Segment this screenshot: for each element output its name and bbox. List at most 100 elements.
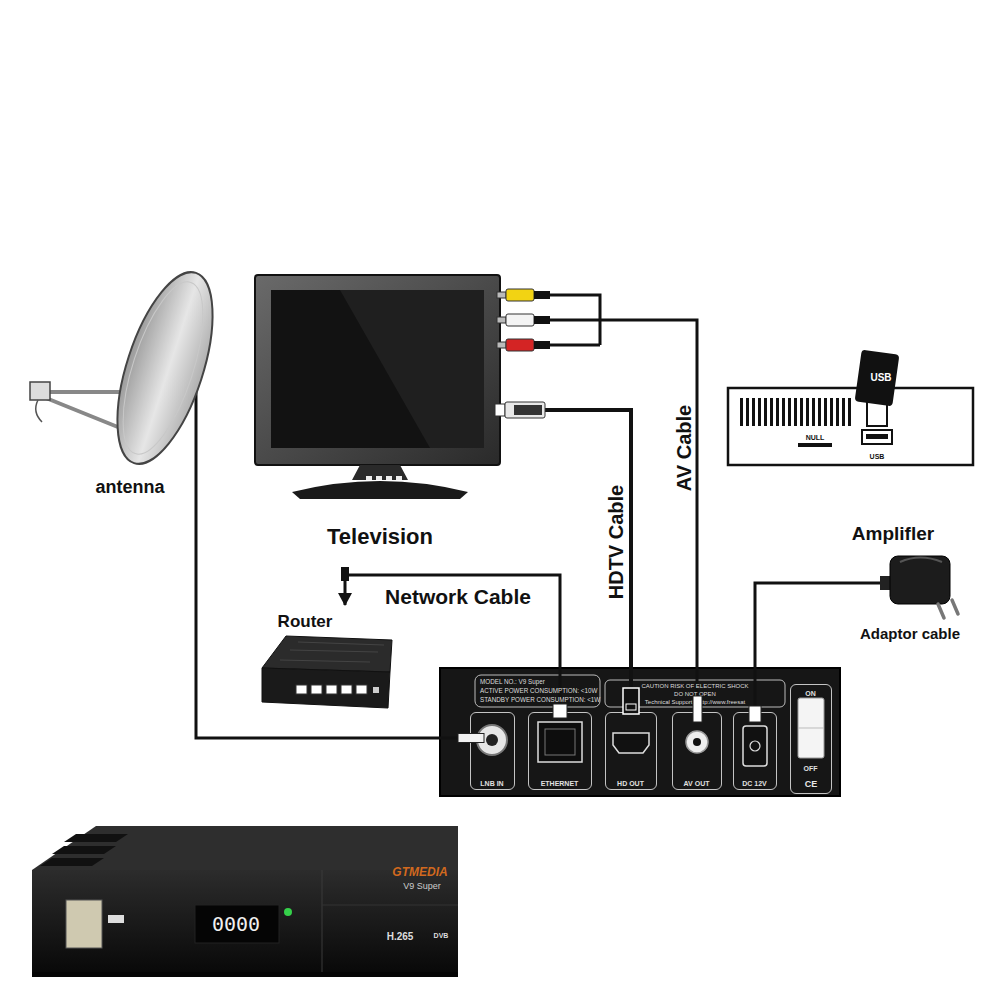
f-connector-jack	[477, 725, 507, 755]
dish-label: antenna	[95, 478, 164, 496]
receiver-vent	[64, 834, 128, 842]
tv-button	[386, 476, 392, 480]
brand-logo: GTMEDIA	[392, 866, 447, 878]
cable-label: AV Cable	[674, 405, 694, 491]
receiver-back-panel: MODEL NO.: V9 SuperACTIVE POWER CONSUMPT…	[440, 668, 840, 796]
f-plug	[458, 734, 484, 743]
dish-reflector	[98, 261, 232, 475]
lnb-feed	[30, 382, 50, 400]
cable-connector	[510, 320, 697, 712]
receiver-front	[32, 870, 458, 975]
usb-stick-body	[855, 350, 900, 407]
cable-label: Network Cable	[385, 586, 531, 607]
connector-group	[196, 320, 840, 738]
hdmi-plug-mark	[626, 704, 636, 710]
router-ridges	[280, 642, 384, 662]
codec-mark: H.265	[387, 932, 414, 942]
dish-rim	[107, 273, 220, 463]
front-seam	[322, 870, 323, 975]
receiver-vent	[52, 846, 116, 854]
device-label: Adaptor cable	[860, 626, 960, 641]
certification-mark: CE	[805, 780, 818, 789]
front-panel	[728, 388, 973, 465]
hdmi-plug-tip	[495, 404, 505, 416]
device-label: Television	[327, 526, 433, 548]
router-top	[262, 636, 392, 672]
led-display: 0000	[212, 914, 260, 934]
port-label: AV OUT	[684, 780, 710, 787]
usb-port	[862, 430, 892, 444]
port-label: ETHERNET	[541, 780, 579, 787]
front-bevel	[322, 905, 458, 906]
av-jack	[686, 731, 708, 753]
rca-tip	[497, 317, 506, 323]
dvb-mark: DVB	[434, 932, 449, 939]
tv-button	[396, 476, 402, 480]
hdmi-port: HD OUT	[605, 712, 657, 790]
tv-button	[376, 476, 382, 480]
dc-jack	[743, 726, 767, 766]
network-plug	[341, 567, 349, 581]
power-led	[284, 908, 292, 916]
adaptor-highlight	[900, 558, 942, 563]
av-port: AV OUT	[672, 712, 722, 790]
power-adaptor: AmpliflerAdaptor cable	[840, 518, 990, 643]
tv-bezel	[255, 275, 500, 465]
hdmi-jack	[613, 733, 649, 753]
dc-plug	[749, 706, 761, 722]
rca-plug-white	[506, 314, 534, 326]
usb-panel: USBNULLUSB	[725, 345, 980, 470]
router-front	[262, 668, 390, 708]
usb-port-tongue	[866, 434, 888, 439]
support-text: Technical Support : http://www.freesat	[645, 699, 745, 705]
router-port	[326, 685, 337, 694]
av-jack-core	[693, 738, 701, 746]
port-label: USB	[870, 453, 885, 460]
spec-text: STANDBY POWER CONSUMPTION: <1W	[480, 697, 600, 703]
adaptor-body	[890, 556, 950, 604]
spec-text: ACTIVE POWER CONSUMPTION: <10W	[480, 688, 597, 694]
rca-boot	[534, 316, 550, 324]
rca-tip	[497, 342, 506, 348]
model-name: V9 Super	[403, 882, 441, 891]
front-usb-port	[108, 915, 124, 923]
satellite-dish: antenna	[25, 265, 215, 500]
warning-text: CAUTION RISK OF ELECTRIC SHOCK	[641, 683, 748, 689]
rj45-inner	[545, 729, 575, 755]
router-power-port	[373, 687, 379, 693]
device-label: Router	[278, 613, 333, 630]
cable-connector	[196, 500, 470, 738]
television: Television	[250, 270, 510, 555]
hdmi-plug-grip	[514, 405, 542, 415]
device-label: Amplifler	[852, 524, 934, 543]
receiver-foot	[32, 972, 458, 977]
adaptor-prongs	[938, 600, 958, 618]
f-connector-core	[486, 734, 498, 746]
tv-gloss	[340, 290, 484, 448]
rj45-jack	[538, 722, 582, 762]
display-window	[195, 905, 279, 943]
hdmi-plug	[505, 402, 545, 418]
warning-plate	[605, 680, 785, 707]
receiver-vent	[40, 858, 104, 866]
router: Router	[255, 605, 395, 715]
receiver-photo: GTMEDIA V9 SuperH.265 DVB 0000	[28, 822, 460, 980]
rca-plug-yellow	[506, 289, 534, 301]
adaptor-cord	[840, 582, 884, 585]
ethernet-port: ETHERNET	[528, 712, 592, 790]
receiver-top	[32, 826, 458, 870]
cable-connector	[755, 583, 840, 712]
switch-label: OFF	[804, 765, 818, 772]
card-slot	[798, 443, 832, 447]
rj45-plug	[553, 704, 567, 718]
router-port	[296, 685, 307, 694]
tv-neck	[352, 465, 408, 480]
port-label: LNB IN	[480, 780, 503, 787]
port-label: DC 12V	[742, 780, 767, 787]
rca-boot	[534, 341, 550, 349]
